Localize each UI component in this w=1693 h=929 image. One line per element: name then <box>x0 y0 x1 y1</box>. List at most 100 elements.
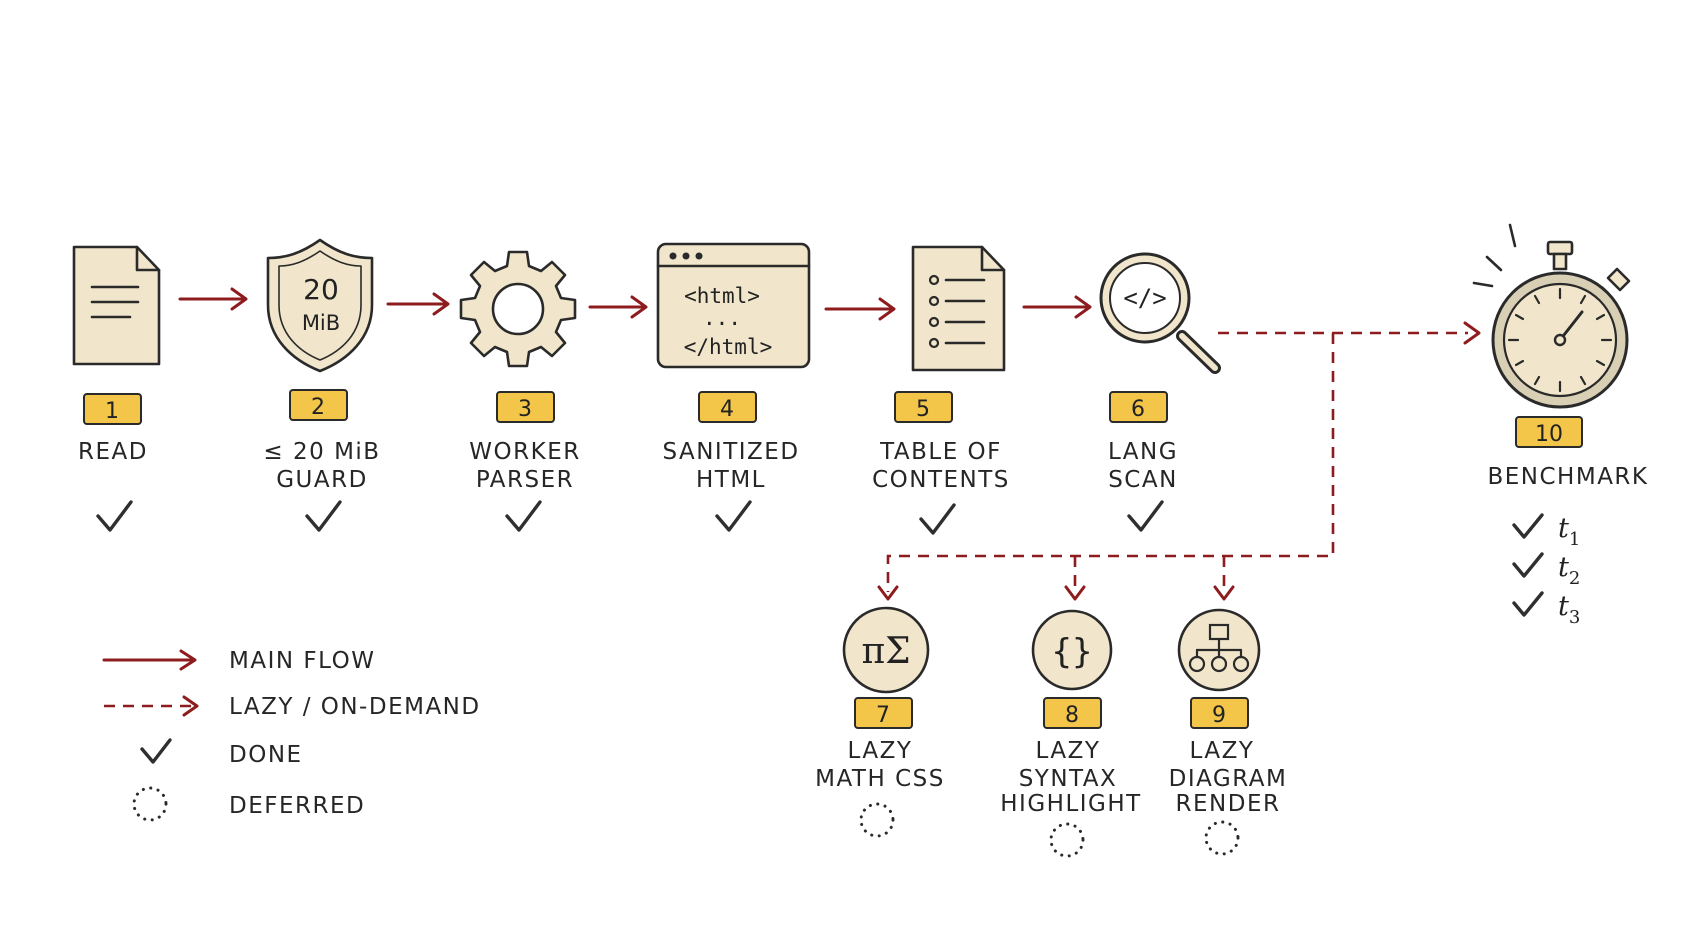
gear-icon <box>459 250 577 368</box>
step-number: 3 <box>518 397 532 422</box>
step-label: BENCHMARK <box>1487 464 1648 490</box>
arrow-2-3 <box>386 292 450 316</box>
done-check-icon <box>1512 591 1544 617</box>
deferred-dotted-circle-icon <box>1204 820 1240 856</box>
step-badge: 4 <box>698 391 757 423</box>
step-number: 7 <box>876 703 890 728</box>
document-icon <box>72 245 161 366</box>
step-number: 8 <box>1065 703 1079 728</box>
step-badge: 8 <box>1043 697 1102 729</box>
step-label-line1: LAZY <box>1036 738 1101 764</box>
step-label-line1: ≤ 20 MiB <box>263 439 380 465</box>
svg-text:MAIN FLOW: MAIN FLOW <box>229 648 375 674</box>
legend-main-flow: MAIN FLOW <box>102 648 375 674</box>
deferred-dotted-circle-icon <box>859 802 895 838</box>
step-label-line1: LAZY <box>848 738 913 764</box>
step-label: READ <box>78 439 148 465</box>
step-label-line1: LANG <box>1108 439 1178 465</box>
list-document-icon <box>911 245 1006 372</box>
svg-text:πΣ: πΣ <box>861 631 910 672</box>
arrow-4-5 <box>824 297 896 321</box>
step-label-line2: SYNTAX <box>1019 766 1118 792</box>
step-label-line2: CONTENTS <box>872 467 1010 493</box>
step-label-line2: GUARD <box>276 467 368 493</box>
svg-text:LAZY / ON-DEMAND: LAZY / ON-DEMAND <box>229 694 481 720</box>
done-check-icon <box>140 738 172 764</box>
step-label-line1: LAZY <box>1190 738 1255 764</box>
deferred-dotted-circle-icon <box>1049 822 1085 858</box>
step-badge: 9 <box>1190 697 1249 729</box>
step-table-of-contents: 5 TABLE OF CONTENTS <box>872 245 1010 535</box>
lazy-arrows <box>877 321 1481 601</box>
step-lang-scan: </> 6 LANG SCAN <box>1099 252 1221 532</box>
arrow-5-6 <box>1022 295 1092 319</box>
arrow-3-4 <box>588 295 648 319</box>
stopwatch-icon <box>1472 223 1631 409</box>
svg-text:20: 20 <box>303 273 339 306</box>
lazy-branch-math <box>886 333 1335 592</box>
benchmark-item: t1 <box>1512 513 1580 550</box>
step-label-line1: TABLE OF <box>879 439 1002 465</box>
stopwatch-ticks <box>1507 287 1613 393</box>
svg-text:t3: t3 <box>1558 591 1580 628</box>
step-label-line2: MATH CSS <box>815 766 945 792</box>
step-number: 2 <box>311 395 325 420</box>
done-check-icon <box>1512 552 1544 578</box>
svg-text:DEFERRED: DEFERRED <box>229 793 365 819</box>
step-number: 10 <box>1535 422 1563 447</box>
curly-braces-icon: {} <box>1031 609 1113 691</box>
step-read: 1 READ <box>72 245 161 532</box>
step-number: 4 <box>720 397 734 422</box>
step-label-line2: DIAGRAM <box>1169 766 1288 792</box>
done-check-icon <box>1512 513 1544 539</box>
step-label-line3: HIGHLIGHT <box>1000 791 1141 817</box>
step-badge: 6 <box>1109 391 1168 423</box>
legend-deferred: DEFERRED <box>132 786 365 822</box>
svg-text:</html>: </html> <box>684 335 773 359</box>
step-label-line2: PARSER <box>476 467 574 493</box>
step-benchmark: 10 BENCHMARK t1 t2 t3 <box>1472 223 1648 628</box>
done-check-icon <box>505 500 542 532</box>
svg-text:DONE: DONE <box>229 742 303 768</box>
shield-icon: 20 MiB <box>266 238 374 373</box>
svg-text:t2: t2 <box>1558 552 1580 589</box>
step-badge: 2 <box>289 389 348 421</box>
step-badge: 5 <box>894 391 953 423</box>
svg-text:...: ... <box>703 306 741 330</box>
math-symbols-icon: πΣ <box>842 606 930 694</box>
svg-text:t1: t1 <box>1558 513 1580 550</box>
svg-text:</>: </> <box>1123 284 1166 312</box>
benchmark-item: t2 <box>1512 552 1580 589</box>
step-lazy-diagram-render: 9 LAZY DIAGRAM RENDER <box>1169 608 1288 856</box>
step-worker-parser: 3 WORKER PARSER <box>459 250 579 532</box>
benchmark-item: t3 <box>1512 591 1580 628</box>
done-check-icon <box>305 500 342 532</box>
step-badge: 7 <box>854 697 913 729</box>
step-lazy-syntax-highlight: {} 8 LAZY SYNTAX HIGHLIGHT <box>1000 609 1141 858</box>
step-number: 5 <box>916 397 930 422</box>
step-label-line2: SCAN <box>1108 467 1178 493</box>
browser-window-icon: <html> ... </html> <box>656 242 811 369</box>
done-check-icon <box>96 500 133 532</box>
arrow-1-2 <box>178 287 248 311</box>
hierarchy-diagram-icon <box>1177 608 1261 692</box>
done-check-icon <box>919 503 956 535</box>
step-sanitized-html: <html> ... </html> 4 SANITIZED HTML <box>656 242 811 532</box>
step-lazy-math-css: πΣ 7 LAZY MATH CSS <box>815 606 945 838</box>
legend: MAIN FLOW LAZY / ON-DEMAND DONE DEFERRED <box>102 648 481 822</box>
deferred-dotted-circle-icon <box>132 786 168 822</box>
svg-text:{}: {} <box>1052 632 1093 672</box>
step-number: 9 <box>1212 703 1226 728</box>
step-badge: 1 <box>83 393 142 425</box>
svg-text:<html>: <html> <box>684 284 760 308</box>
step-label-line3: RENDER <box>1176 791 1281 817</box>
step-guard: 20 MiB 2 ≤ 20 MiB GUARD <box>263 238 380 532</box>
svg-text:MiB: MiB <box>302 311 340 335</box>
benchmark-results: t1 t2 t3 <box>1512 513 1580 628</box>
step-badge: 10 <box>1515 416 1583 448</box>
step-number: 6 <box>1131 397 1145 422</box>
done-check-icon <box>1127 500 1164 532</box>
step-label-line2: HTML <box>696 467 766 493</box>
legend-lazy: LAZY / ON-DEMAND <box>104 694 481 720</box>
magnifier-icon: </> <box>1099 252 1221 374</box>
